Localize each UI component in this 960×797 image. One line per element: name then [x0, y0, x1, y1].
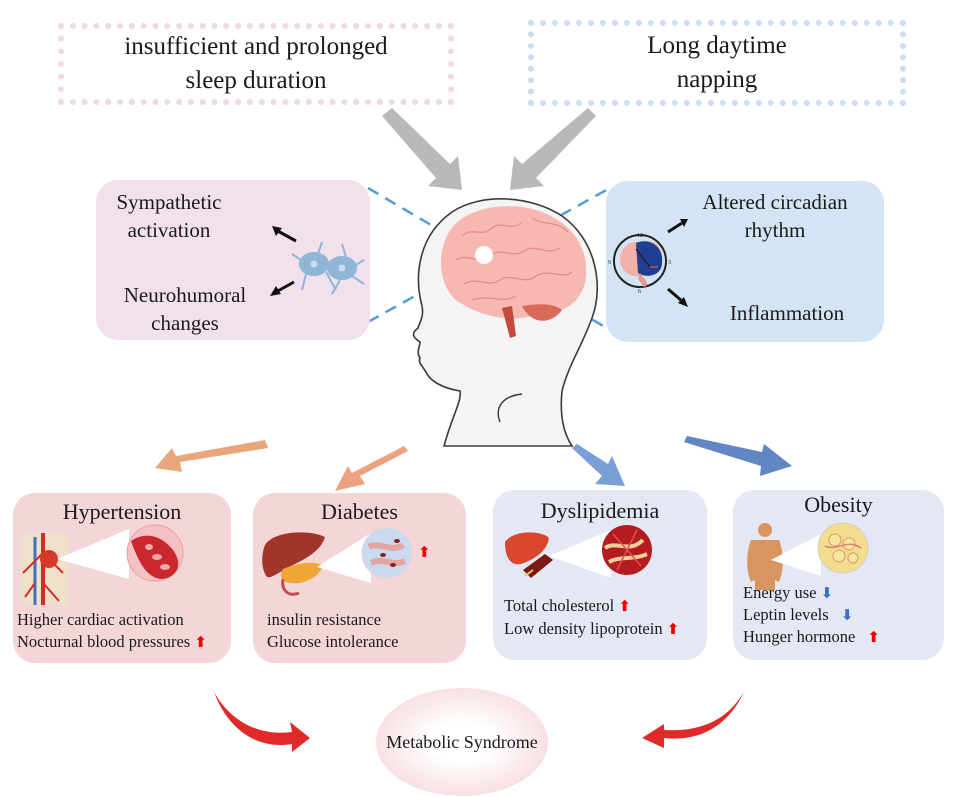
liver-pancreas-icon: [262, 532, 325, 596]
mechanism-label: Altered circadian: [702, 190, 848, 214]
condition-card-hypertension: Hypertension Higher cardiac activation N…: [13, 493, 231, 663]
orange-arrow-diabetes: [335, 446, 408, 491]
circulatory-system-icon: [21, 533, 69, 605]
condition-card-diabetes: Diabetes ⬆ insulin resistance Glucose in…: [253, 493, 466, 663]
cause-box-sleep-duration: insufficient and prolonged sleep duratio…: [58, 23, 454, 105]
condition-line: Glucose intolerance: [267, 632, 399, 651]
obese-body-icon: [747, 523, 783, 590]
mechanism-panel-neural: Sympathetic activation Neurohumoral chan…: [96, 180, 370, 340]
condition-card-obesity: Obesity Energy use ⬇ Leptin levels ⬇ Hun…: [733, 490, 944, 660]
condition-title: Obesity: [804, 492, 873, 517]
mechanism-label: Sympathetic: [116, 190, 222, 214]
orange-arrow-hypertension: [155, 440, 268, 472]
red-blood-cells-icon: [126, 524, 184, 582]
adipose-tissue-icon: [817, 522, 869, 574]
trend-down-icon: ⬇: [840, 606, 854, 624]
cause-label-line2: sleep duration: [185, 67, 327, 94]
trend-up-icon: ⬆: [418, 543, 431, 561]
brain-clock-icon: 12 3 6 9: [608, 219, 688, 307]
trend-up-icon: ⬆: [194, 633, 207, 651]
cause-arrow-left: [382, 108, 462, 190]
trend-up-icon: ⬆: [666, 620, 680, 638]
condition-card-dyslipidemia: Dyslipidemia Total cholesterol ⬆ Low den…: [493, 490, 707, 660]
cause-label-line2: napping: [676, 66, 758, 93]
condition-title: Dyslipidemia: [540, 498, 660, 523]
svg-text:9: 9: [608, 260, 611, 266]
svg-text:6: 6: [638, 289, 641, 295]
cause-box-daytime-napping: Long daytime napping: [528, 20, 906, 106]
condition-title: Diabetes: [321, 499, 398, 524]
pancreatic-tissue-icon: [361, 527, 413, 579]
mechanism-label: Neurohumoral: [123, 283, 247, 307]
condition-line: Hunger hormone ⬆: [743, 627, 880, 646]
neuron-icon: [270, 226, 365, 296]
mechanism-panel-circadian: Altered circadian rhythm Inflammation 12…: [606, 181, 884, 342]
svg-text:12: 12: [637, 233, 643, 239]
cause-arrow-right: [510, 108, 596, 190]
mechanism-label: activation: [127, 218, 211, 242]
trend-up-icon: ⬆: [618, 597, 631, 615]
condition-line: Higher cardiac activation: [17, 610, 184, 629]
red-arrow-left: [214, 692, 310, 752]
condition-line: Leptin levels ⬇: [743, 605, 854, 624]
liver-artery-icon: [505, 532, 553, 578]
cause-label-line1: Long daytime: [647, 32, 787, 59]
human-head-brain-icon: [412, 198, 598, 447]
svg-text:3: 3: [668, 260, 671, 266]
condition-line: Low density lipoprotein ⬆: [504, 619, 680, 638]
condition-line: Total cholesterol ⬆: [504, 596, 631, 615]
trend-up-icon: ⬆: [867, 628, 880, 646]
condition-line: Energy use ⬇: [743, 583, 834, 602]
blue-arrow-obesity: [684, 436, 792, 476]
outcome-metabolic-syndrome: Metabolic Syndrome: [376, 688, 548, 796]
mechanism-label: changes: [151, 311, 219, 335]
condition-title: Hypertension: [62, 499, 182, 524]
trend-down-icon: ⬇: [820, 584, 834, 602]
mechanism-label: rhythm: [744, 218, 806, 242]
arterial-plaque-icon: [602, 525, 652, 575]
blue-arrow-dyslipidemia: [572, 444, 625, 486]
red-arrow-right: [642, 692, 744, 748]
outcome-label: Metabolic Syndrome: [386, 731, 538, 752]
cause-label-line1: insufficient and prolonged: [124, 33, 388, 60]
mechanism-label: Inflammation: [729, 301, 845, 325]
condition-line: insulin resistance: [267, 610, 382, 629]
condition-line: Nocturnal blood pressures ⬆: [17, 632, 207, 651]
